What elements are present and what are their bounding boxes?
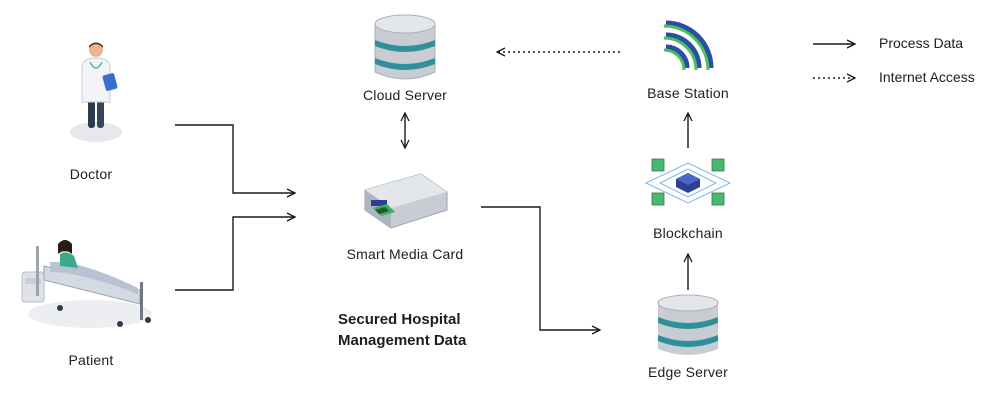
doctor-icon [66, 40, 126, 150]
base-station-label: Base Station [647, 85, 729, 101]
legend-internet-label: Internet Access [879, 69, 975, 85]
patient-icon [20, 232, 160, 332]
cloud-server-icon [372, 12, 438, 84]
blockchain-icon [640, 153, 736, 215]
patient-label: Patient [68, 352, 114, 368]
title-line-2: Management Data [338, 332, 467, 349]
doctor-label: Doctor [69, 166, 113, 182]
arrow-patient-to-card [175, 217, 295, 291]
smart-media-card-icon [361, 170, 449, 232]
edge-server-label: Edge Server [647, 364, 729, 380]
arrow-card-to-edge [481, 206, 600, 330]
edge-server-icon [655, 293, 721, 359]
smart-media-card-label: Smart Media Card [346, 246, 464, 262]
wifi-icon [660, 16, 718, 74]
title-line-1: Secured Hospital [338, 311, 461, 328]
cloud-server-label: Cloud Server [362, 87, 448, 103]
blockchain-label: Blockchain [653, 225, 723, 241]
diagram-title: Secured Hospital Management Data [338, 309, 466, 351]
legend-process-label: Process Data [879, 35, 964, 51]
arrow-doctor-to-card [175, 124, 295, 193]
